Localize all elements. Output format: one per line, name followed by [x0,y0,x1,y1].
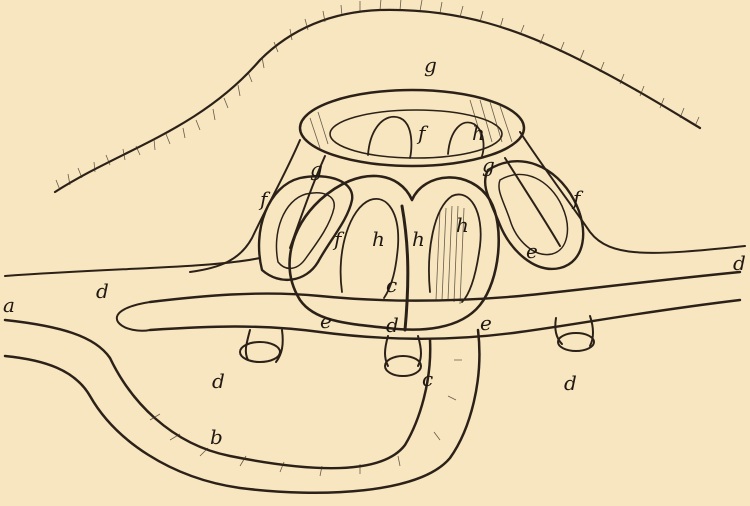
label-c-center: c [386,273,397,297]
label-h-center-c: h [456,213,469,237]
vessel-stubs [240,316,594,376]
label-g-right: g [482,153,495,177]
label-d-lower-right: d [564,371,577,395]
label-f-left: f [258,187,271,211]
label-d-lower-left: d [212,369,225,393]
central-chamber [290,176,499,330]
label-g-top: g [424,53,437,77]
label-g-left: g [310,157,323,181]
label-e-mid-right: e [480,311,492,335]
label-h-center-a: h [372,227,385,251]
label-h-center-b: h [412,227,425,251]
label-e-right-loop: e [526,239,538,263]
label-c-lower: c [422,367,433,391]
label-f-top: f [416,121,429,145]
label-b-bottom: b [210,425,223,449]
label-d-right-edge: d [733,251,746,275]
label-d-left: d [96,279,109,303]
label-f-right: f [571,186,584,210]
label-h-top: h [472,121,485,145]
lower-vessels [5,320,479,493]
label-d-mid: d [386,313,399,337]
label-e-mid-left: e [320,309,332,333]
label-a-left: a [3,293,15,317]
